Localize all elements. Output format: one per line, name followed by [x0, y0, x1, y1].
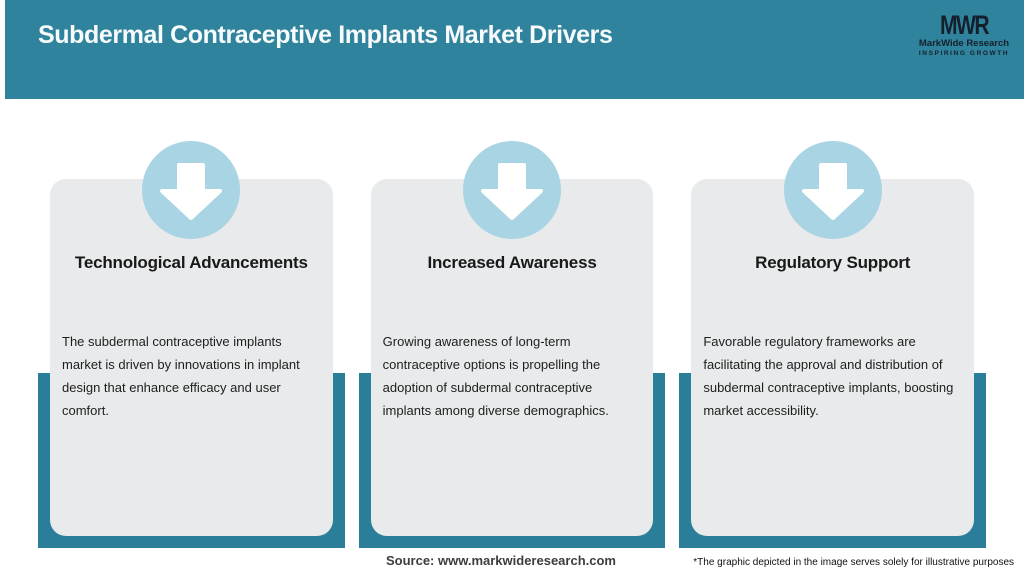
card-body: Increased Awareness Growing awareness of…	[370, 179, 654, 536]
down-arrow-icon	[160, 163, 223, 220]
page-title: Subdermal Contraceptive Implants Market …	[38, 21, 613, 49]
logo-company-name: MarkWide Research	[918, 38, 1010, 49]
down-arrow-icon	[481, 163, 543, 220]
card-title: Increased Awareness	[427, 253, 597, 272]
logo-monogram: MWR	[940, 10, 990, 40]
markwide-logo: MWR MarkWide Research INSPIRING GROWTH	[918, 12, 1010, 57]
drivers-row: Technological Advancements The subdermal…	[38, 141, 987, 548]
source-text: Source: www.markwideresearch.com	[385, 553, 616, 568]
disclaimer-note: *The graphic depicted in the image serve…	[693, 557, 1014, 568]
arrow-badge	[142, 141, 241, 239]
card-title: Technological Advancements	[74, 253, 308, 272]
card-description: The subdermal contraceptive implants mar…	[62, 334, 300, 418]
arrow-badge	[463, 141, 561, 239]
arrow-badge	[783, 141, 882, 239]
card-description: Growing awareness of long-term contracep…	[382, 334, 609, 418]
header-banner: Subdermal Contraceptive Implants Market …	[5, 0, 1024, 99]
driver-card-technological-advancements: Technological Advancements The subdermal…	[38, 141, 345, 548]
logo-tagline: INSPIRING GROWTH	[918, 49, 1010, 57]
down-arrow-icon	[801, 163, 864, 220]
driver-card-increased-awareness: Increased Awareness Growing awareness of…	[358, 141, 666, 548]
card-description: Favorable regulatory frameworks are faci…	[703, 334, 954, 418]
driver-card-regulatory-support: Regulatory Support Favorable regulatory …	[679, 141, 987, 548]
card-title: Regulatory Support	[755, 253, 911, 272]
